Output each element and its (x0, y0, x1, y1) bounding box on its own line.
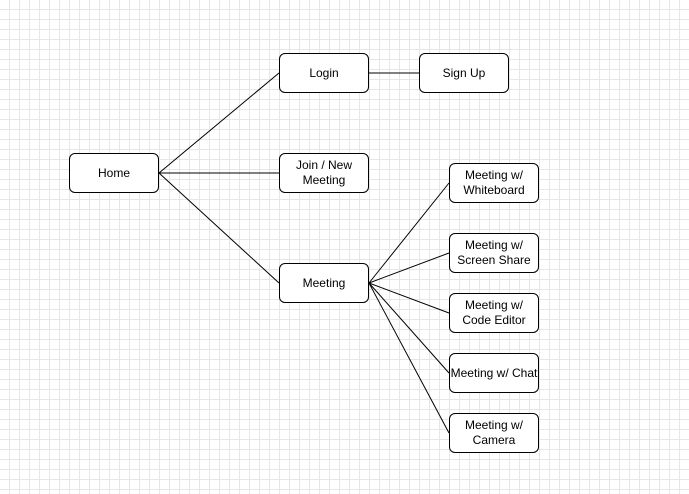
meeting-code-editor-node[interactable]: Meeting w/ Code Editor (449, 293, 539, 333)
home-label: Home (97, 165, 130, 180)
meeting-chat-node[interactable]: Meeting w/ Chat (449, 353, 539, 393)
connector-meeting-to-meeting_code_editor (368, 282, 450, 314)
meeting-code-editor-label: Meeting w/ Code Editor (462, 298, 526, 327)
connector-home-to-meeting (158, 172, 280, 284)
meeting-camera-node[interactable]: Meeting w/ Camera (449, 413, 539, 453)
meeting-screen-share-label: Meeting w/ Screen Share (457, 238, 531, 267)
join-new-meeting-label: Join / New Meeting (295, 158, 353, 187)
join-new-meeting-node[interactable]: Join / New Meeting (279, 153, 369, 193)
meeting-label: Meeting (302, 275, 346, 290)
meeting-node[interactable]: Meeting (279, 263, 369, 303)
signup-node[interactable]: Sign Up (419, 53, 509, 93)
meeting-screen-share-node[interactable]: Meeting w/ Screen Share (449, 233, 539, 273)
signup-label: Sign Up (442, 65, 486, 80)
meeting-chat-label: Meeting w/ Chat (450, 365, 538, 380)
meeting-whiteboard-node[interactable]: Meeting w/ Whiteboard (449, 163, 539, 203)
connector-home-to-login (158, 72, 280, 174)
connector-meeting-to-meeting_whiteboard (368, 182, 450, 284)
connector-meeting-to-meeting_chat (368, 282, 450, 374)
login-node[interactable]: Login (279, 53, 369, 93)
connector-meeting-to-meeting_camera (368, 282, 450, 434)
home-node[interactable]: Home (69, 153, 159, 193)
meeting-whiteboard-label: Meeting w/ Whiteboard (463, 168, 525, 197)
meeting-camera-label: Meeting w/ Camera (464, 418, 524, 447)
connector-meeting-to-meeting_screen_share (368, 252, 450, 284)
login-label: Login (309, 65, 339, 80)
